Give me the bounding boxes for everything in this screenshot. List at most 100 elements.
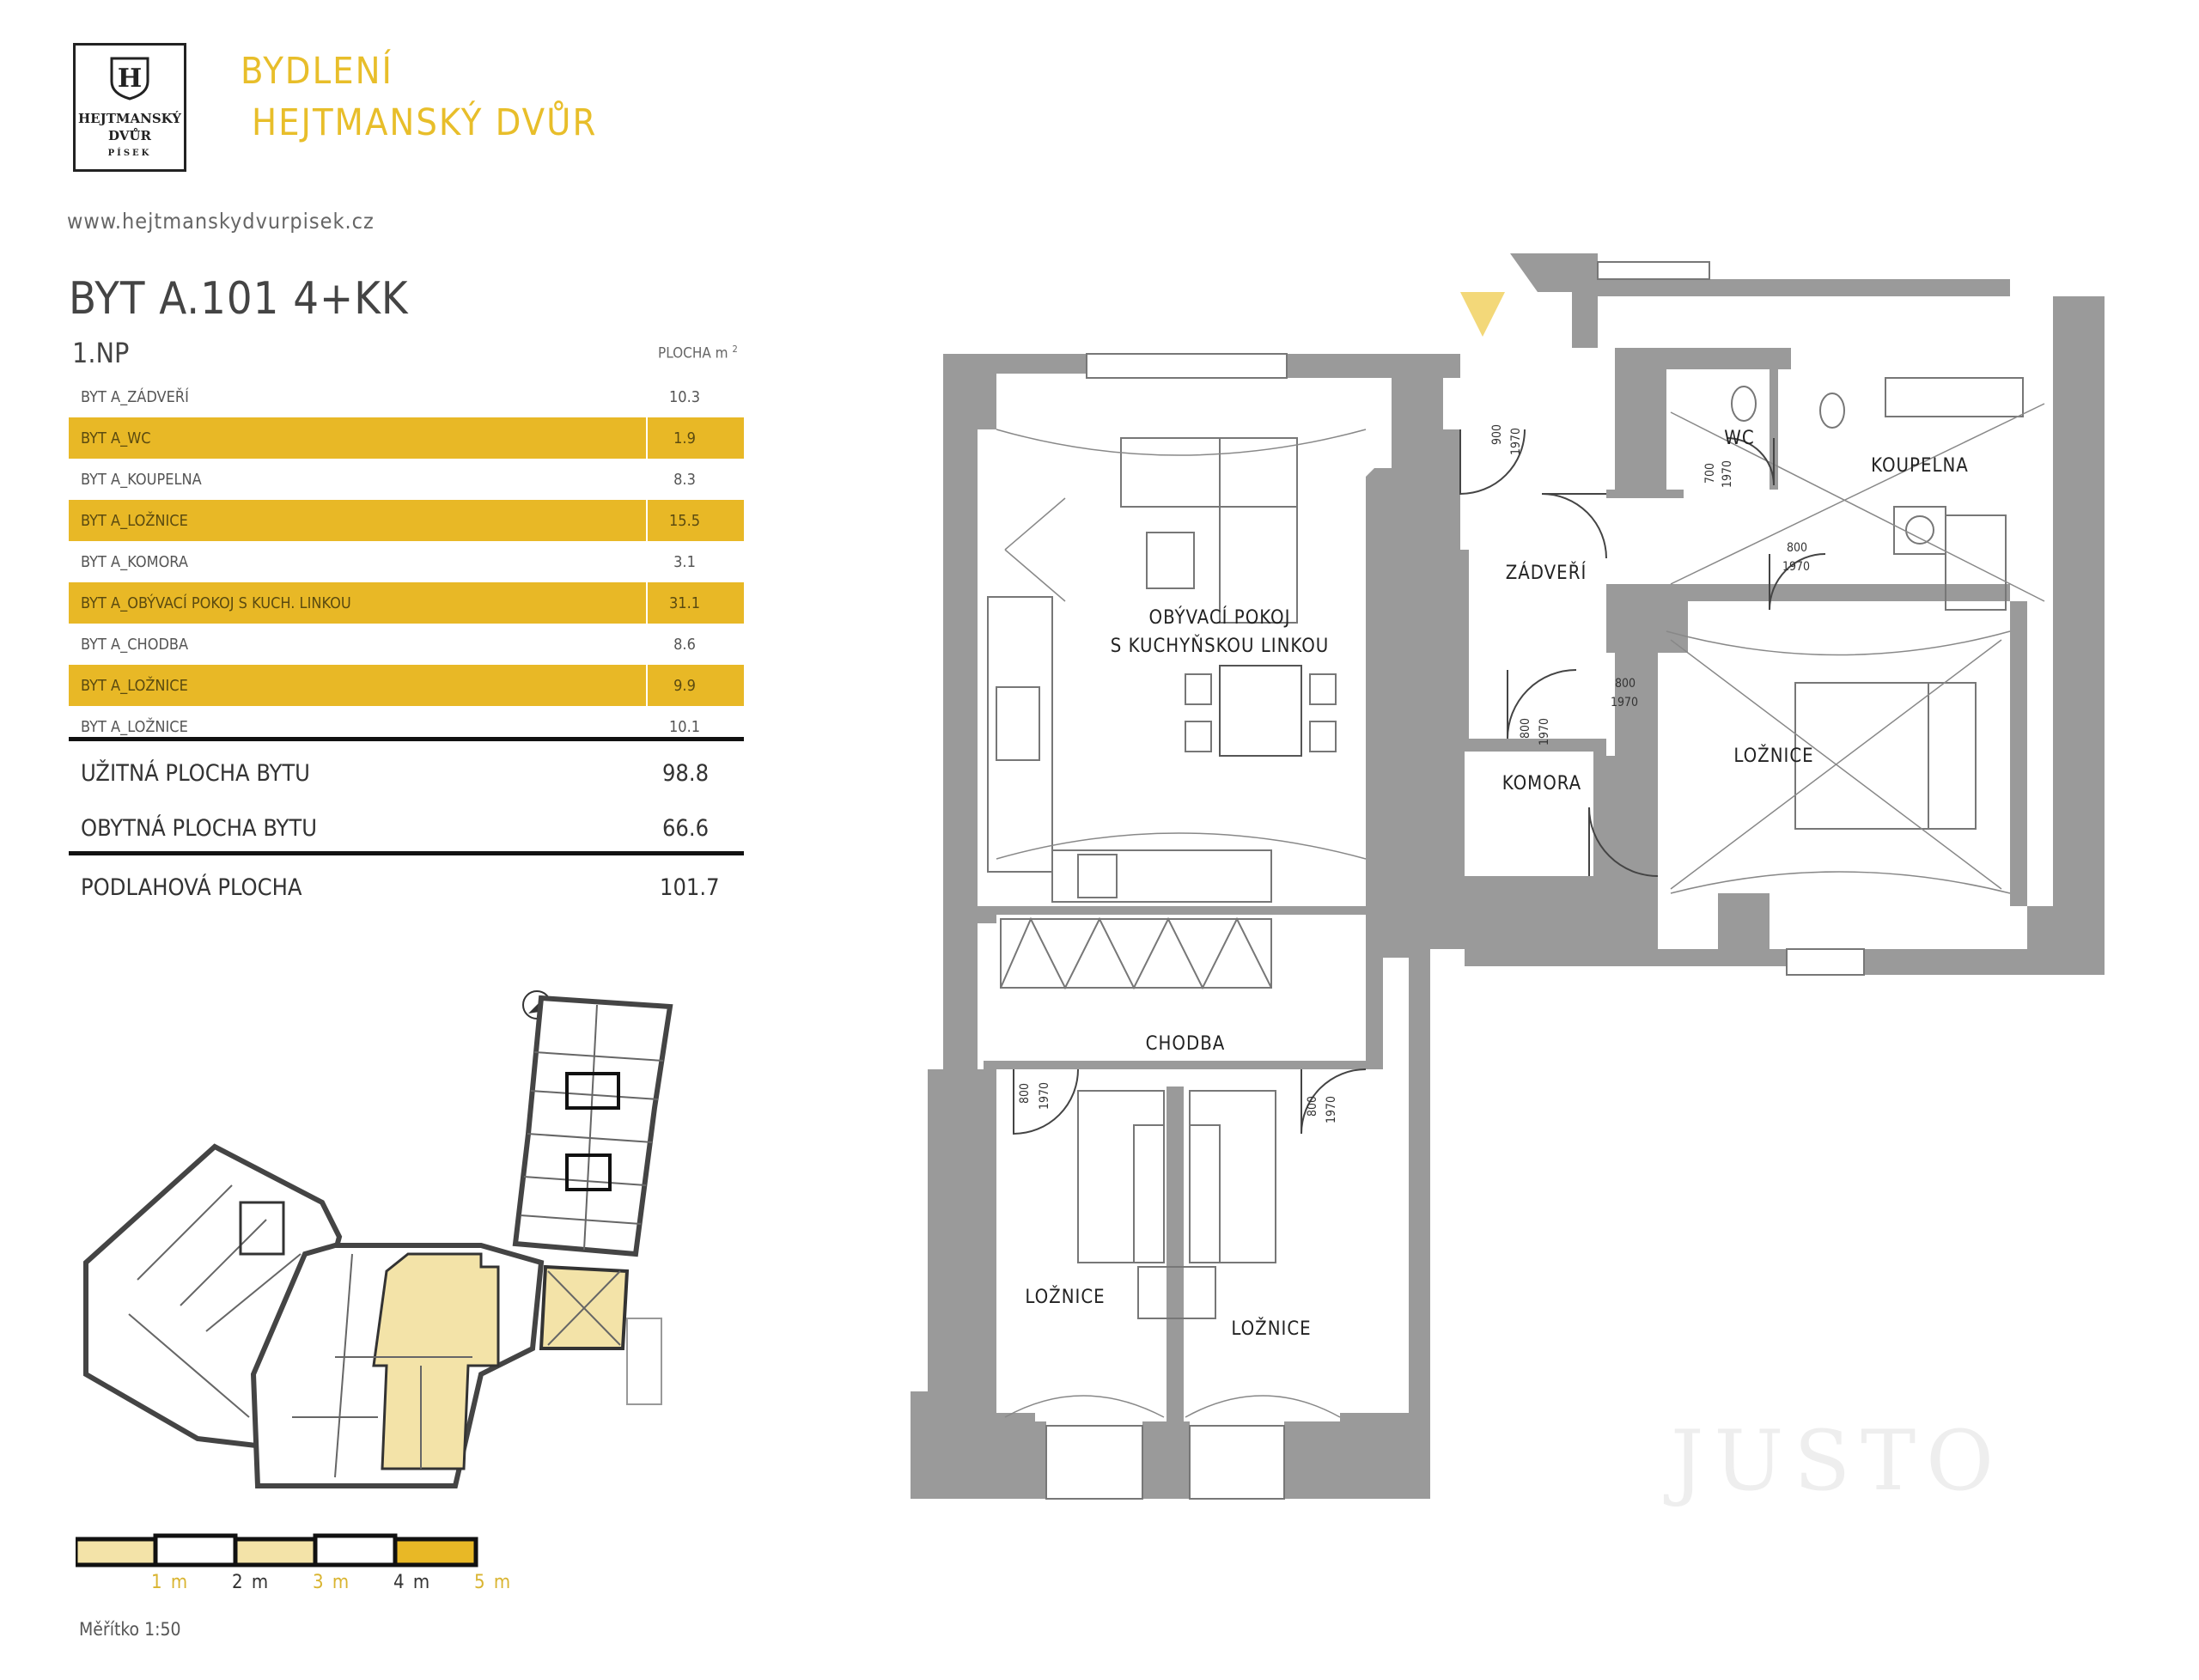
summary-table: UŽITNÁ PLOCHA BYTU 98.8 OBYTNÁ PLOCHA BYT… — [69, 737, 744, 910]
dim-bedroom-left-door-height: 1970 — [1038, 1081, 1051, 1110]
table-row: BYT A_OBÝVACÍ POKOJ S KUCH. LINKOU 31.1 — [69, 582, 744, 624]
summary-row-living: OBYTNÁ PLOCHA BYTU 66.6 — [69, 796, 744, 851]
dim-storage-door-height: 1970 — [1538, 717, 1551, 746]
entrance-marker-icon — [1460, 292, 1505, 337]
usable-area-value: 98.8 — [661, 760, 710, 787]
room-label-corridor: CHODBA — [1145, 1033, 1226, 1055]
room-area: 9.9 — [673, 677, 696, 695]
dim-bedroom-left-door-width: 800 — [1018, 1082, 1032, 1104]
website-link[interactable]: www.hejtmanskydvurpisek.cz — [67, 209, 375, 234]
apartment-title: BYT A.101 4+KK — [69, 273, 409, 325]
room-name: BYT A_LOŽNICE — [81, 677, 188, 695]
table-row: BYT A_LOŽNICE 15.5 — [69, 500, 744, 541]
room-label-bedroom-right: LOŽNICE — [1733, 746, 1814, 767]
living-area-value: 66.6 — [661, 815, 710, 842]
dim-storage-door-width: 800 — [1519, 717, 1532, 739]
key-plan-wing-north — [512, 995, 673, 1257]
summary-rule-top — [69, 737, 744, 741]
room-name: BYT A_CHODBA — [81, 636, 189, 654]
floor-area-value: 101.7 — [660, 874, 720, 901]
table-row: BYT A_LOŽNICE 9.9 — [69, 665, 744, 706]
logo-line3: PÍSEK — [107, 149, 152, 158]
room-label-bathroom: KOUPELNA — [1871, 455, 1969, 477]
watermark: JUSTO — [1671, 1413, 2004, 1509]
key-plan-wing-west-rooms — [128, 1184, 302, 1418]
dim-bedroom-door-height: 1970 — [1611, 696, 1639, 709]
key-plan-highlighted-apartment — [372, 1252, 500, 1470]
dim-bedroom-mid-door-height: 1970 — [1325, 1095, 1338, 1123]
scale-label-5: 5 m — [474, 1572, 513, 1593]
floor-plan-doors — [1013, 429, 1826, 1135]
dim-bedroom-mid-door-width: 800 — [1306, 1095, 1319, 1117]
dim-bath-door-width: 800 — [1787, 541, 1808, 555]
room-label-bedroom-left: LOŽNICE — [1025, 1287, 1106, 1308]
floor-label: 1.NP — [72, 337, 130, 369]
logo: H HEJTMANSKÝ DVŮR PÍSEK — [73, 43, 186, 172]
room-area: 3.1 — [673, 553, 696, 571]
room-label-living-2: S KUCHYŇSKOU LINKOU — [1110, 636, 1330, 657]
scale-label-2: 2 m — [232, 1572, 271, 1593]
room-name: BYT A_KOUPELNA — [81, 471, 202, 489]
summary-row-usable: UŽITNÁ PLOCHA BYTU 98.8 — [69, 741, 744, 796]
room-label-wc: WC — [1724, 428, 1755, 449]
room-label-living: OBÝVACÍ POKOJ — [1148, 607, 1291, 629]
room-area: 8.3 — [673, 471, 696, 489]
scale-bar — [76, 1533, 478, 1567]
dim-bath-door-height: 1970 — [1782, 560, 1811, 574]
summary-rule-bottom — [69, 851, 744, 855]
row-divider — [646, 417, 648, 459]
key-plan-balcony — [626, 1318, 662, 1405]
scale-outline — [76, 1533, 478, 1567]
table-row: BYT A_KOUPELNA 8.3 — [69, 459, 744, 500]
scale-segment-5 — [395, 1539, 476, 1565]
floor-plan-vault-lines — [996, 403, 2045, 1418]
room-name: BYT A_LOŽNICE — [81, 512, 188, 530]
scale-label-4: 4 m — [393, 1572, 432, 1593]
key-plan — [83, 990, 673, 1488]
key-plan-wing-north-rooms — [520, 1004, 664, 1251]
room-name: BYT A_OBÝVACÍ POKOJ S KUCH. LINKOU — [81, 594, 351, 612]
logo-line2: DVŮR — [108, 128, 151, 143]
floor-plan-windows — [1045, 261, 1865, 1500]
row-divider — [646, 500, 648, 541]
shield-icon: H — [110, 57, 149, 100]
dim-door-width: 900 — [1490, 423, 1504, 445]
floor-plan-walls — [911, 253, 2105, 1499]
room-area: 15.5 — [668, 512, 701, 530]
room-name: BYT A_ZÁDVEŘÍ — [81, 388, 189, 406]
living-area-label: OBYTNÁ PLOCHA BYTU — [81, 815, 317, 842]
summary-row-floor: PODLAHOVÁ PLOCHA 101.7 — [69, 855, 744, 910]
scale-label-1: 1 m — [151, 1572, 190, 1593]
scale-segment-3 — [235, 1539, 315, 1565]
room-area: 10.1 — [668, 718, 701, 736]
logo-line1: HEJTMANSKÝ — [78, 111, 181, 126]
row-divider — [646, 582, 648, 624]
floor-area-label: PODLAHOVÁ PLOCHA — [81, 874, 302, 901]
room-label-storage: KOMORA — [1502, 773, 1582, 794]
brand-line2: HEJTMANSKÝ DVŮR — [252, 101, 598, 144]
scale-note: Měřítko 1:50 — [79, 1619, 181, 1640]
row-divider — [646, 665, 648, 706]
floor-plan-furniture — [987, 377, 2024, 1319]
table-row: BYT A_KOMORA 3.1 — [69, 541, 744, 582]
room-area: 31.1 — [668, 594, 701, 612]
brand-line1: BYDLENÍ — [241, 50, 393, 93]
room-area: 1.9 — [673, 429, 696, 447]
area-column-header: PLOCHA m 2 — [658, 344, 738, 362]
room-label-bedroom-mid: LOŽNICE — [1231, 1318, 1312, 1340]
dim-door-height: 1970 — [1509, 427, 1523, 455]
room-name: BYT A_WC — [81, 429, 151, 447]
scale-label-3: 3 m — [313, 1572, 351, 1593]
key-plan-central-rooms — [292, 1253, 621, 1478]
room-name: BYT A_KOMORA — [81, 553, 188, 571]
area-header-sup: 2 — [732, 344, 738, 355]
scale-segment-1 — [76, 1539, 155, 1565]
usable-area-label: UŽITNÁ PLOCHA BYTU — [81, 760, 310, 787]
dim-bedroom-door-width: 800 — [1615, 677, 1636, 691]
table-row: BYT A_WC 1.9 — [69, 417, 744, 459]
floor-plan — [911, 253, 2105, 1500]
area-header-text: PLOCHA m — [658, 344, 728, 362]
